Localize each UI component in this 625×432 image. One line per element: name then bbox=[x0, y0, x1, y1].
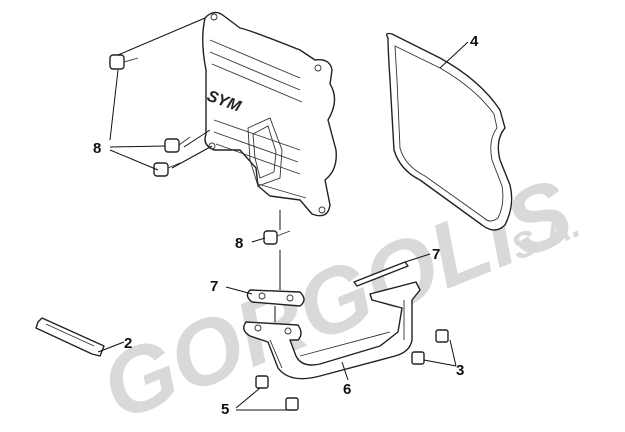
bolt bbox=[411, 351, 425, 365]
callout-3-bolts: 3 bbox=[456, 362, 464, 379]
cover-gasket bbox=[385, 32, 513, 231]
bolt bbox=[164, 136, 191, 153]
callout-8-lower-bolt: 8 bbox=[235, 235, 243, 252]
watermark: GORGOLIS S.A. bbox=[88, 160, 586, 432]
callout-7-right: 7 bbox=[432, 246, 440, 263]
callout-6-pipe: 6 bbox=[343, 381, 351, 398]
pipe-gasket bbox=[353, 261, 409, 287]
pipe-gasket bbox=[246, 289, 305, 307]
callout-4-gasket: 4 bbox=[470, 33, 479, 50]
callout-8-cover-bolts: 8 bbox=[93, 140, 101, 157]
pipe bbox=[243, 281, 421, 380]
bolt bbox=[109, 54, 139, 70]
bracket bbox=[35, 317, 105, 357]
bolt bbox=[263, 230, 291, 245]
cylinder-head-cover: SYM bbox=[202, 11, 337, 217]
bolt bbox=[255, 375, 269, 389]
bolt bbox=[435, 329, 449, 343]
bolt bbox=[285, 397, 299, 411]
callout-7-left: 7 bbox=[210, 278, 218, 295]
leader-lines bbox=[97, 17, 469, 411]
callout-5-bolts: 5 bbox=[221, 401, 229, 418]
bolt bbox=[153, 162, 181, 177]
callout-2-bracket: 2 bbox=[124, 335, 132, 352]
